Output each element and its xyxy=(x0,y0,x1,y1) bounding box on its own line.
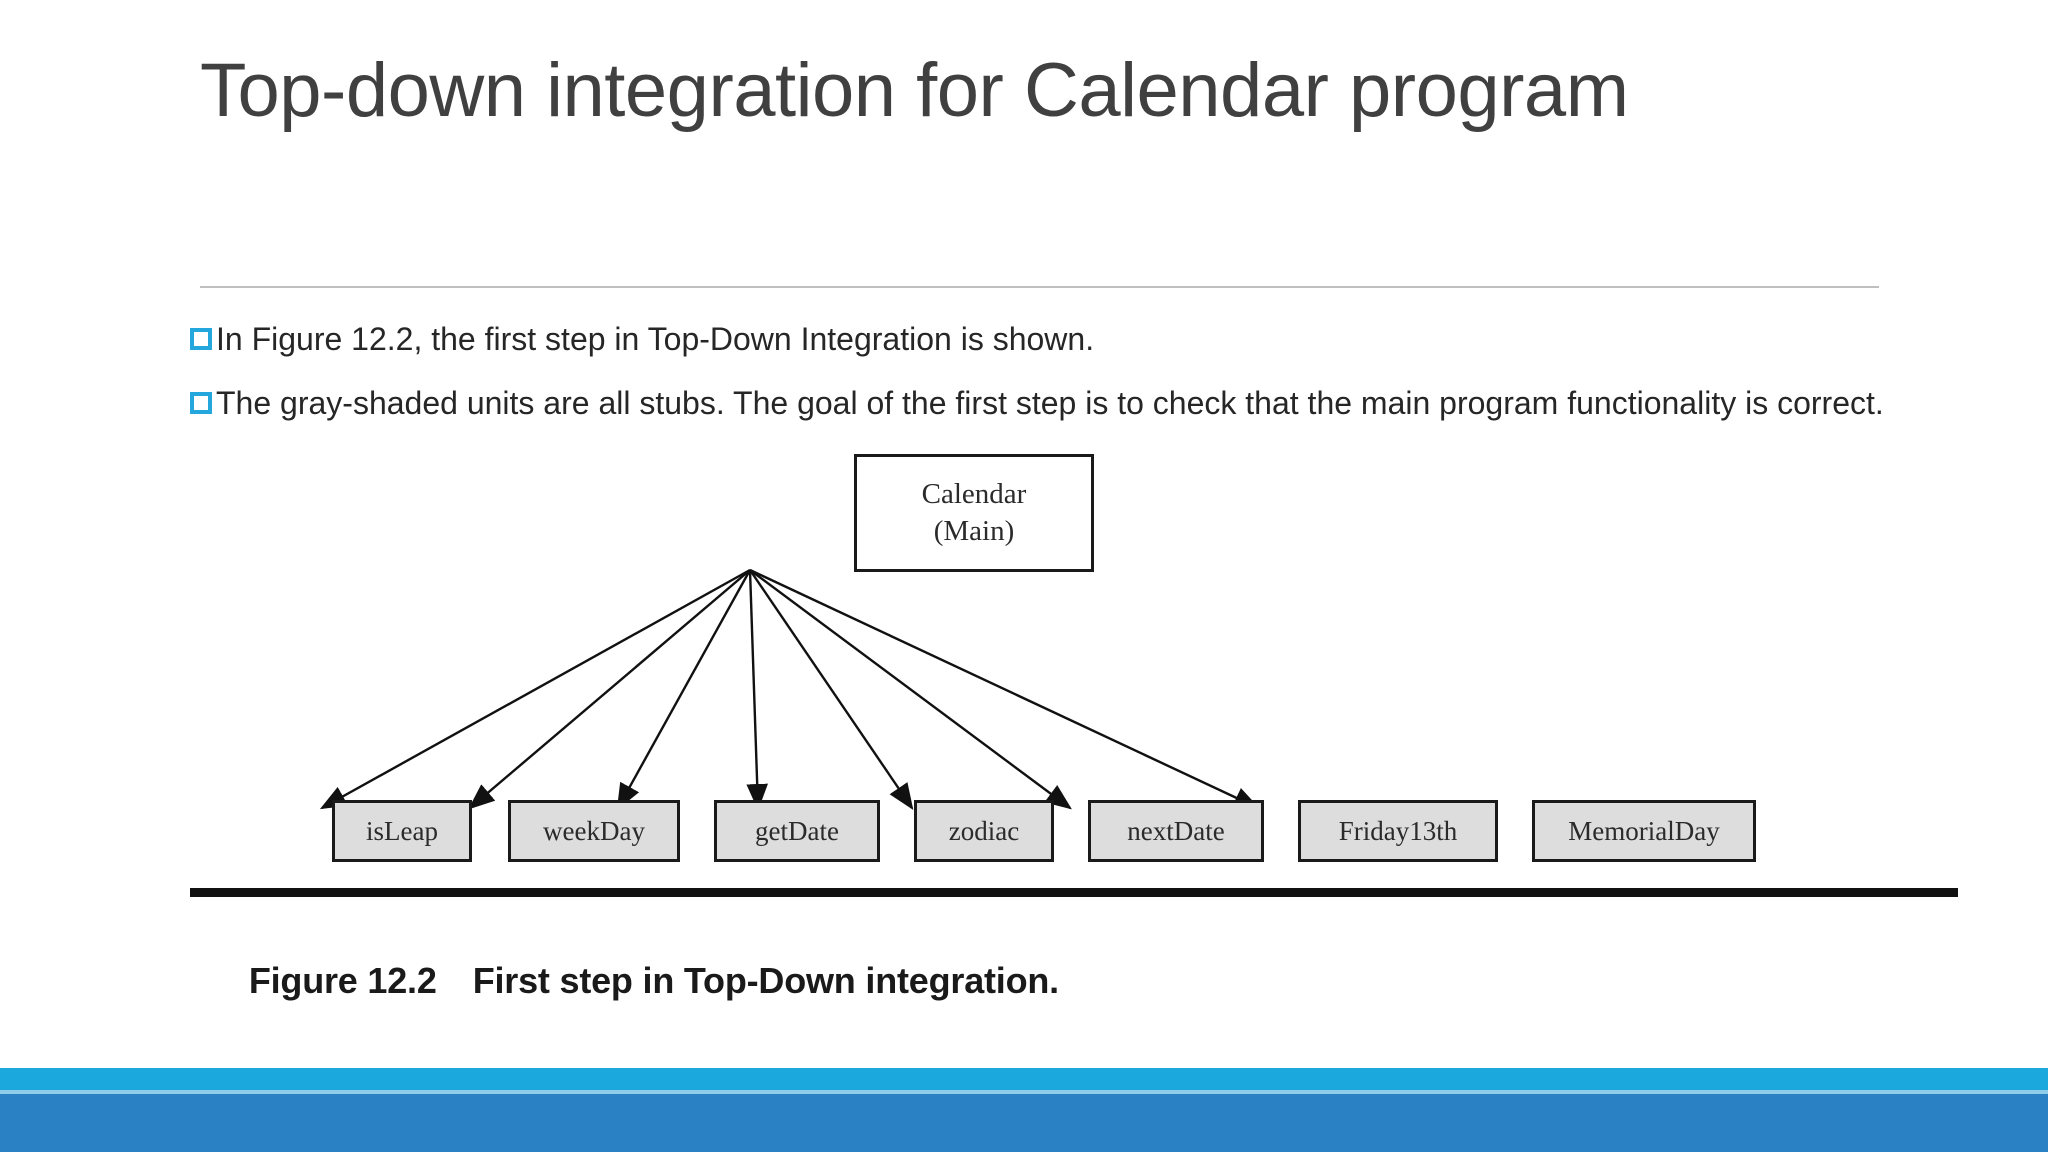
hollow-square-bullet-icon xyxy=(190,328,212,350)
list-item: The gray-shaded units are all stubs. The… xyxy=(190,382,1890,424)
list-item-label: The gray-shaded units are all stubs. The… xyxy=(216,385,1884,422)
figure-caption: Figure 12.2 First step in Top-Down integr… xyxy=(190,918,1059,1044)
title-block: Top-down integration for Calendar progra… xyxy=(200,48,1800,133)
node-label: nextDate xyxy=(1127,815,1225,846)
footer-band-cyan xyxy=(0,1068,2048,1090)
call-arrows xyxy=(319,568,1261,811)
node-nextdate: nextDate xyxy=(1088,800,1264,862)
body-content: In Figure 12.2, the first step in Top-Do… xyxy=(190,318,1890,446)
figure-12-2: Calendar (Main) isLeap weekDay getDate z… xyxy=(190,454,1960,1001)
node-weekday: weekDay xyxy=(508,800,680,862)
node-label: getDate xyxy=(755,815,839,846)
list-item-label: In Figure 12.2, the first step in Top-Do… xyxy=(216,321,1095,357)
node-friday13th: Friday13th xyxy=(1298,800,1498,862)
page-title: Top-down integration for Calendar progra… xyxy=(200,48,1629,133)
figure-rule xyxy=(190,888,1958,897)
top-down-integration-diagram xyxy=(319,568,1261,811)
node-label: Friday13th xyxy=(1338,815,1458,846)
node-label: zodiac xyxy=(948,815,1020,846)
node-isleap: isLeap xyxy=(332,800,472,862)
node-zodiac: zodiac xyxy=(914,800,1054,862)
node-label: weekDay xyxy=(543,815,645,846)
title-divider xyxy=(200,286,1879,288)
node-getdate: getDate xyxy=(714,800,880,862)
node-calendar-main: Calendar (Main) xyxy=(854,454,1094,572)
footer-band-divider xyxy=(0,1090,2048,1094)
list-item: In Figure 12.2, the first step in Top-Do… xyxy=(190,318,1890,360)
hollow-square-bullet-icon xyxy=(190,392,212,415)
node-memorialday: MemorialDay xyxy=(1532,800,1756,862)
figure-caption-text: First step in Top-Down integration. xyxy=(472,960,1060,1001)
node-label: MemorialDay xyxy=(1568,815,1720,846)
node-label: isLeap xyxy=(366,815,438,846)
node-label-line2: (Main) xyxy=(933,515,1015,547)
figure-number: Figure 12.2 xyxy=(248,960,437,1001)
node-label-line1: Calendar xyxy=(921,477,1027,510)
footer-band-blue xyxy=(0,1094,2048,1152)
